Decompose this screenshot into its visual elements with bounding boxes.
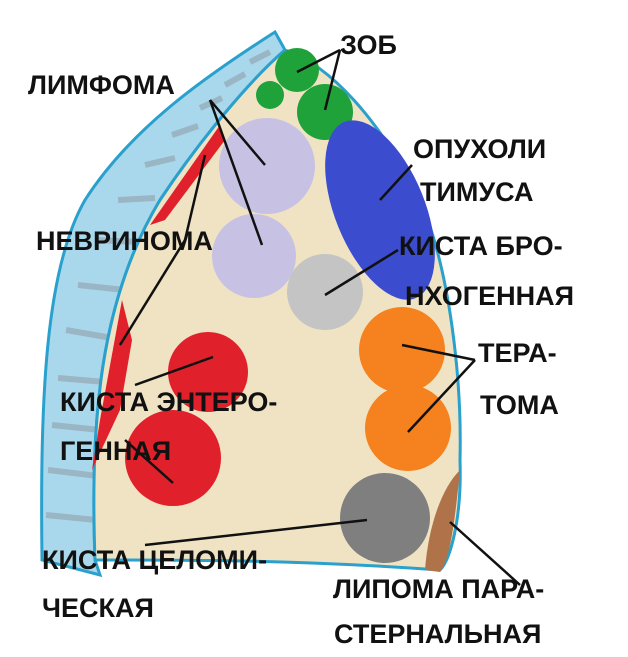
label-bronchogenic-cyst-line1: КИСТА БРО- xyxy=(399,231,563,261)
label-coelomic-cyst-line2: ЧЕСКАЯ xyxy=(42,593,154,623)
goiter-top xyxy=(275,48,319,92)
leader-lines xyxy=(118,48,521,586)
goiter-small xyxy=(256,81,284,109)
bronchogenic-cyst xyxy=(287,254,363,330)
label-teratoma-line1: ТЕРА- xyxy=(478,338,557,368)
parasternal-lipoma xyxy=(425,470,460,572)
label-neurinoma: НЕВРИНОМА xyxy=(36,226,213,256)
label-thymus-tumors-line2: ТИМУСА xyxy=(420,177,534,207)
label-teratoma-line2: ТОМА xyxy=(480,390,559,420)
label-parasternal-lipoma-line1: ЛИПОМА ПАРА- xyxy=(333,574,544,604)
label-bronchogenic-cyst-line2: НХОГЕННАЯ xyxy=(405,281,574,311)
thymus-tumor xyxy=(325,120,435,300)
label-enterogenic-cyst-line1: КИСТА ЭНТЕРО- xyxy=(60,387,277,417)
label-lymphoma: ЛИМФОМА xyxy=(28,70,175,100)
enterogenic-cyst-lower xyxy=(125,410,221,506)
lymphoma-lower xyxy=(212,214,296,298)
neurinoma-upper xyxy=(150,125,225,225)
labels: ЗОБ ЛИМФОМА ОПУХОЛИ ТИМУСА НЕВРИНОМА КИС… xyxy=(28,30,574,649)
teratoma-lower xyxy=(365,385,451,471)
coelomic-cyst xyxy=(340,473,430,563)
teratoma-upper xyxy=(359,307,445,393)
label-coelomic-cyst-line1: КИСТА ЦЕЛОМИ- xyxy=(42,545,267,575)
label-thymus-tumors-line1: ОПУХОЛИ xyxy=(413,134,546,164)
label-parasternal-lipoma-line2: СТЕРНАЛЬНАЯ xyxy=(334,619,541,649)
label-goiter: ЗОБ xyxy=(340,30,397,60)
enterogenic-cyst-upper xyxy=(168,332,248,412)
label-enterogenic-cyst-line2: ГЕННАЯ xyxy=(60,436,171,466)
